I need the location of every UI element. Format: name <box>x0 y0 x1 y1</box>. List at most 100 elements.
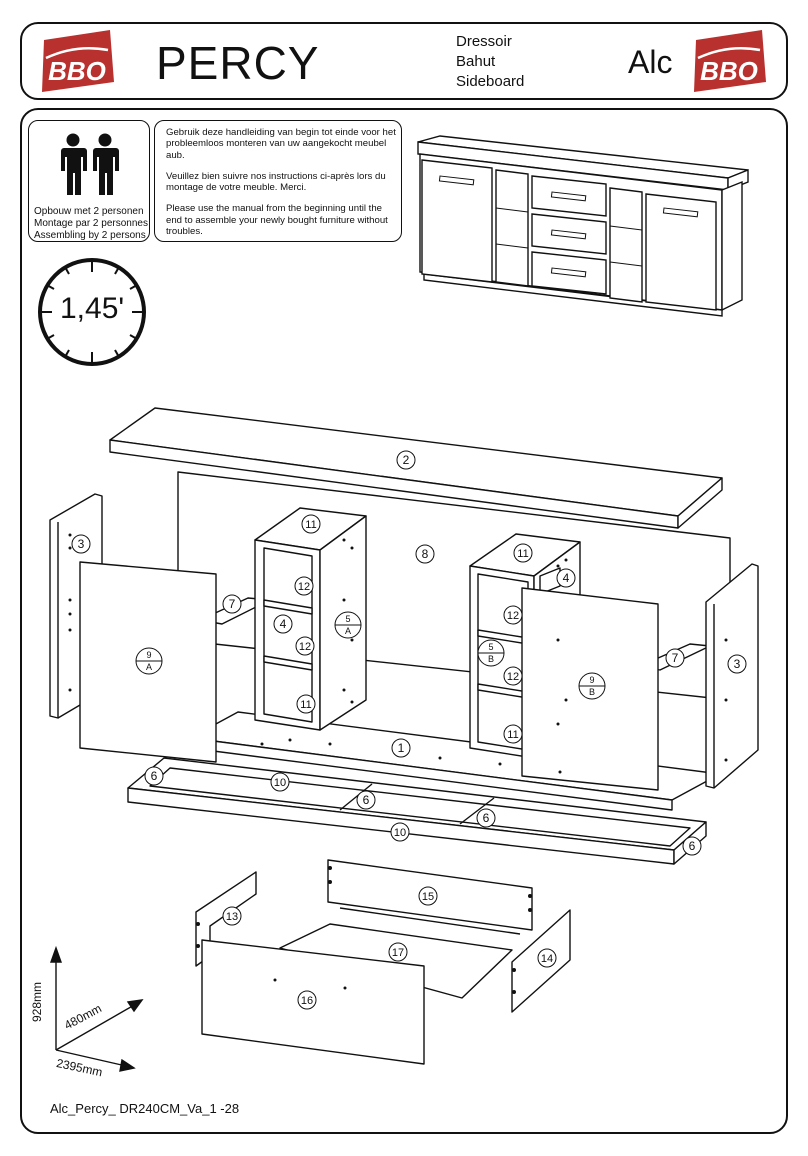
two-persons-icon <box>61 133 119 195</box>
part-label-11-d: 11 <box>503 724 523 744</box>
part-label-12-b: 12 <box>295 636 315 656</box>
page-title: PERCY <box>156 37 320 89</box>
svg-text:17: 17 <box>392 947 404 959</box>
svg-text:5: 5 <box>488 642 493 652</box>
svg-text:16: 16 <box>301 995 313 1007</box>
instruction-nl: Gebruik deze handleiding van begin tot e… <box>166 127 396 161</box>
part-label-11-c: 11 <box>513 543 533 563</box>
part-label-3-left: 3 <box>71 534 91 554</box>
brand-logo-text: BBO <box>48 56 106 86</box>
instructions-text: Gebruik deze handleiding van begin tot e… <box>166 127 398 247</box>
svg-text:12: 12 <box>507 671 519 683</box>
svg-text:2: 2 <box>403 453 410 467</box>
part-label-5B: 5 B <box>477 639 505 667</box>
svg-text:14: 14 <box>541 953 553 965</box>
svg-text:A: A <box>146 662 152 672</box>
part-label-8: 8 <box>415 544 435 564</box>
drawer-side-left <box>195 871 257 967</box>
part-label-11-b: 11 <box>296 694 316 714</box>
brand-logo-shape <box>42 30 114 92</box>
svg-text:11: 11 <box>305 519 316 531</box>
part-label-9B: 9 B <box>578 672 606 700</box>
svg-text:13: 13 <box>226 911 238 923</box>
svg-text:6: 6 <box>363 793 370 807</box>
svg-text:11: 11 <box>300 699 311 711</box>
svg-text:11: 11 <box>517 548 528 560</box>
part-label-17: 17 <box>388 942 408 962</box>
svg-text:6: 6 <box>483 811 490 825</box>
svg-text:4: 4 <box>280 617 287 631</box>
svg-text:11: 11 <box>507 729 518 741</box>
brand-logo-right: BBO <box>694 30 766 92</box>
clock-icon <box>38 258 146 366</box>
assembly-time: 1,45' <box>60 292 125 325</box>
svg-text:6: 6 <box>689 839 696 853</box>
svg-text:B: B <box>589 687 595 697</box>
svg-text:B: B <box>488 654 494 664</box>
part-label-13: 13 <box>222 906 242 926</box>
part-label-4-right: 4 <box>556 568 576 588</box>
part-label-7-right: 7 <box>665 648 685 668</box>
svg-text:12: 12 <box>299 641 311 653</box>
main-frame <box>20 108 788 1134</box>
svg-text:1: 1 <box>398 741 405 755</box>
instruction-fr: Veuillez bien suivre nos instructions ci… <box>166 170 386 194</box>
header-frame <box>20 22 788 100</box>
product-type-en: Sideboard <box>456 73 525 90</box>
svg-text:A: A <box>345 626 351 636</box>
svg-text:4: 4 <box>563 571 570 585</box>
brand-logo-text: BBO <box>700 56 758 86</box>
svg-text:3: 3 <box>734 657 741 671</box>
right-side-panel <box>705 563 759 789</box>
dimension-arrows <box>50 945 144 1072</box>
product-types: Dressoir Bahut Sideboard <box>456 32 524 92</box>
instructions-box <box>154 120 402 242</box>
part-label-6-a: 6 <box>144 766 164 786</box>
part-label-2: 2 <box>396 450 416 470</box>
part-label-6-b: 6 <box>356 790 376 810</box>
part-label-6-c: 6 <box>476 808 496 828</box>
brand-code: Alc <box>628 44 673 80</box>
svg-text:12: 12 <box>298 581 310 593</box>
assembled-sideboard <box>417 135 749 317</box>
footer-code: Alc_Percy_ DR240CM_Va_1 -28 <box>50 1101 240 1116</box>
part-label-14: 14 <box>537 948 557 968</box>
persons-line-nl: Opbouw met 2 personen <box>34 206 144 217</box>
part-label-9A: 9 A <box>135 647 163 675</box>
part-label-10-a: 10 <box>270 772 290 792</box>
svg-text:5: 5 <box>345 614 350 624</box>
svg-text:3: 3 <box>78 537 85 551</box>
part-label-10-b: 10 <box>390 822 410 842</box>
svg-text:15: 15 <box>422 891 434 903</box>
svg-text:6: 6 <box>151 769 158 783</box>
part-label-5A: 5 A <box>334 611 362 639</box>
persons-box <box>28 120 150 242</box>
svg-text:7: 7 <box>229 597 236 611</box>
svg-text:10: 10 <box>394 827 406 839</box>
svg-text:10: 10 <box>274 777 286 789</box>
persons-line-fr: Montage par 2 personnes <box>34 218 148 229</box>
part-label-12-d: 12 <box>503 666 523 686</box>
svg-text:9: 9 <box>146 650 151 660</box>
instruction-en: Please use the manual from the beginning… <box>166 203 388 238</box>
svg-text:9: 9 <box>589 675 594 685</box>
part-label-3-right: 3 <box>727 654 747 674</box>
part-label-4-left: 4 <box>273 614 293 634</box>
part-label-1: 1 <box>391 738 411 758</box>
part-label-11-a: 11 <box>301 514 321 534</box>
svg-text:8: 8 <box>422 547 429 561</box>
part-label-16: 16 <box>297 990 317 1010</box>
part-label-12-c: 12 <box>503 605 523 625</box>
part-label-12-a: 12 <box>294 576 314 596</box>
dimension-height: 928mm <box>30 981 44 1022</box>
persons-text: Opbouw met 2 personen Montage par 2 pers… <box>34 206 148 242</box>
part-label-6-d: 6 <box>682 836 702 856</box>
product-type-nl: Dressoir <box>456 33 512 50</box>
brand-logo-shape <box>694 30 766 92</box>
svg-text:7: 7 <box>672 651 679 665</box>
part-label-15: 15 <box>418 886 438 906</box>
persons-line-en: Assembling by 2 persons <box>34 230 146 241</box>
svg-text:12: 12 <box>507 610 519 622</box>
